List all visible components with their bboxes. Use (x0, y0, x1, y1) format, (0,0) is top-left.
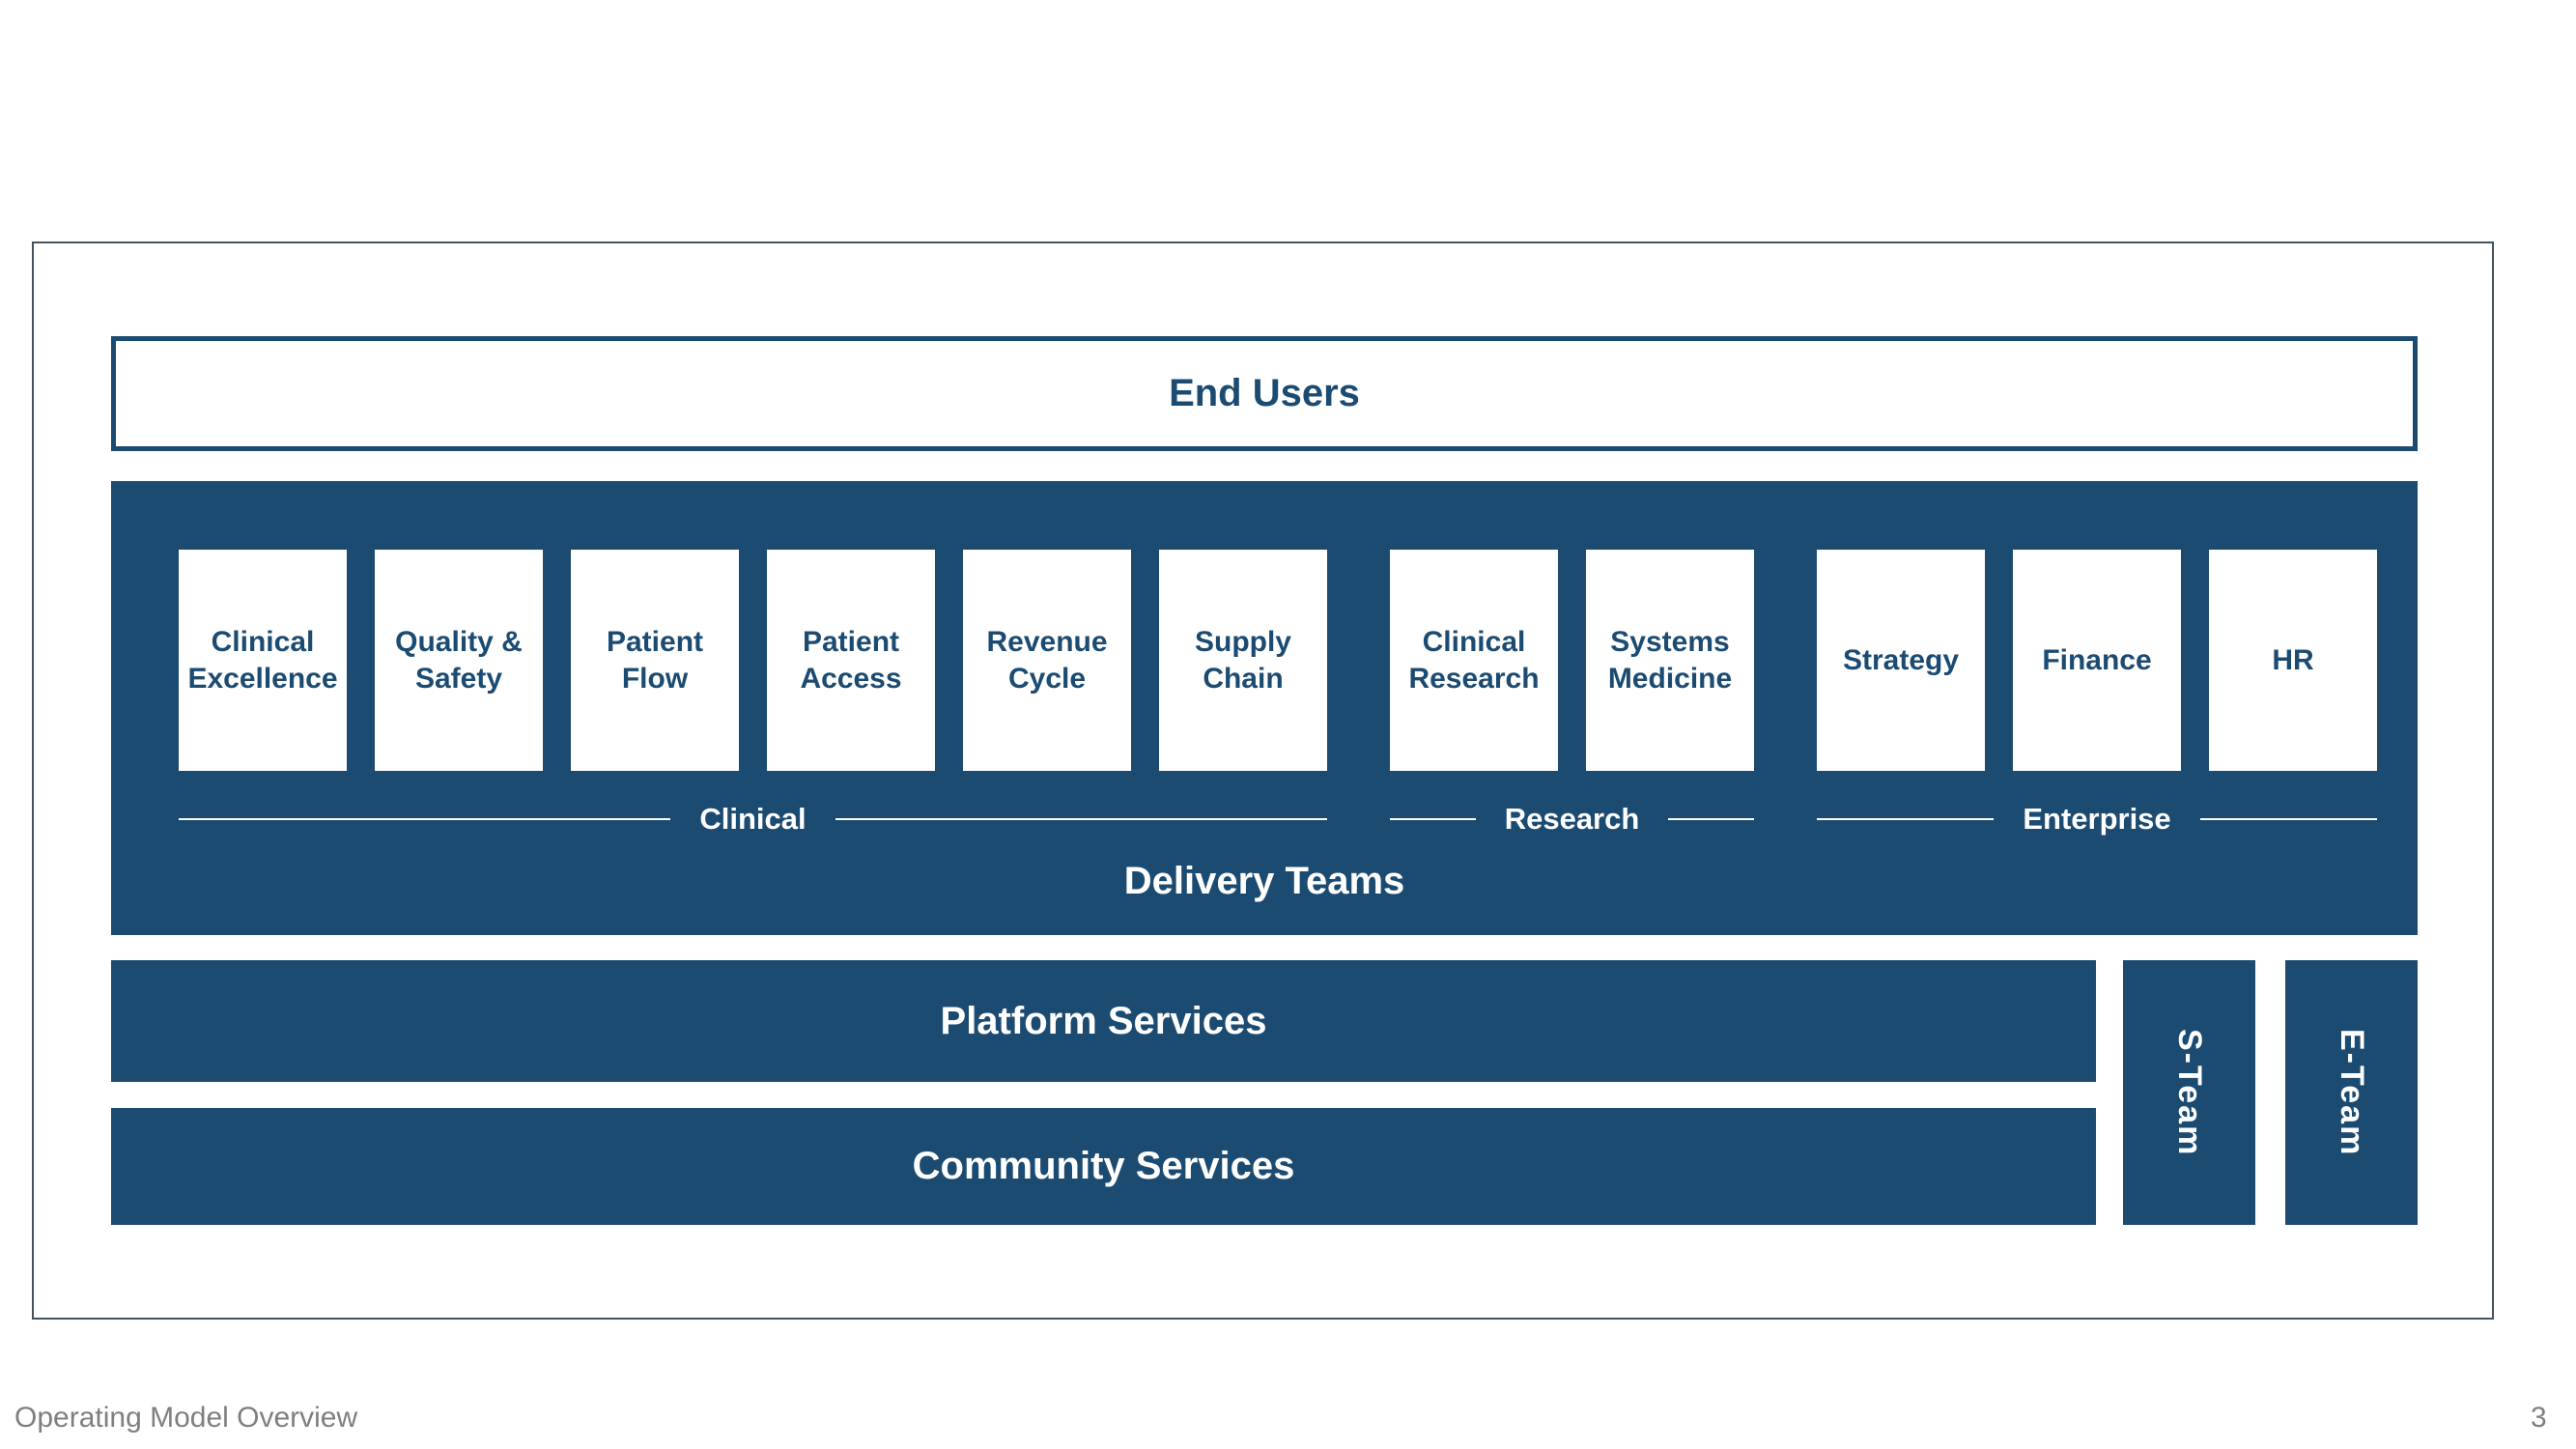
community-services-label: Community Services (912, 1145, 1295, 1187)
page-number: 3 (2531, 1402, 2547, 1434)
delivery-teams-title: Delivery Teams (1123, 860, 1405, 902)
group-label-text: Enterprise (2023, 802, 2171, 836)
team-card: Clinical Research (1390, 550, 1558, 771)
end-users-box: End Users (111, 336, 2418, 451)
team-card: Revenue Cycle (963, 550, 1131, 771)
team-card: Quality & Safety (375, 550, 543, 771)
community-services-bar: Community Services (111, 1108, 2096, 1225)
team-card: Patient Flow (571, 550, 739, 771)
s-team-label: S-Team (2171, 1028, 2208, 1157)
team-card: Strategy (1817, 550, 1985, 771)
team-card: HR (2209, 550, 2377, 771)
platform-services-bar: Platform Services (111, 960, 2096, 1082)
group-label-text: Research (1504, 802, 1640, 836)
e-team-label: E-Team (2334, 1028, 2370, 1157)
team-card: Supply Chain (1159, 550, 1327, 771)
group-label-rule (1390, 818, 1476, 820)
group-label-rule (2199, 818, 2377, 820)
group-label-text: Clinical (699, 802, 807, 836)
group-label-row: Clinical (179, 802, 1328, 837)
group-label-row: Research (1390, 802, 1754, 837)
e-team-box: E-Team (2285, 960, 2418, 1225)
team-card: Clinical Excellence (179, 550, 347, 771)
end-users-label: End Users (1169, 372, 1360, 414)
footer-title: Operating Model Overview (14, 1402, 358, 1434)
group-label-rule (179, 818, 671, 820)
group-label-row: Enterprise (1817, 802, 2377, 837)
team-card: Finance (2013, 550, 2181, 771)
s-team-box: S-Team (2123, 960, 2255, 1225)
group-label-rule (1817, 818, 1995, 820)
platform-services-label: Platform Services (940, 999, 1267, 1042)
group-label-rule (835, 818, 1328, 820)
group-label-rule (1668, 818, 1754, 820)
team-card: Systems Medicine (1586, 550, 1754, 771)
team-card: Patient Access (767, 550, 935, 771)
